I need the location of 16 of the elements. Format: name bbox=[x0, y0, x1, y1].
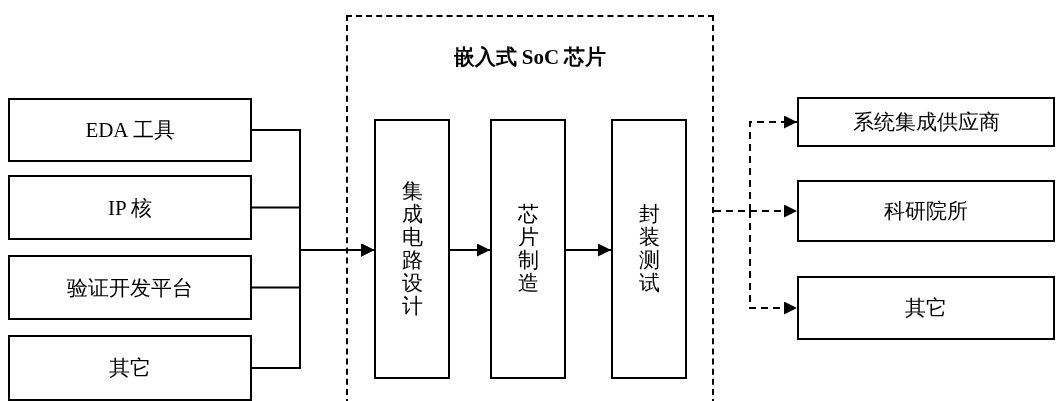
process-box: 芯片制造 bbox=[490, 119, 566, 379]
process-box: 集成电路设计 bbox=[374, 119, 450, 379]
process-box: 验证开发平台 bbox=[8, 255, 252, 320]
process-box: 封装测试 bbox=[611, 119, 687, 379]
arrow bbox=[713, 210, 798, 315]
arrow bbox=[565, 243, 612, 257]
process-box: EDA 工具 bbox=[8, 98, 252, 162]
process-box: 其它 bbox=[8, 335, 252, 401]
process-box: 科研院所 bbox=[797, 180, 1055, 242]
group-title: 嵌入式 SoC 芯片 bbox=[452, 44, 608, 71]
dashed-frame bbox=[346, 15, 714, 401]
arrow bbox=[449, 243, 491, 257]
process-box: 其它 bbox=[797, 276, 1055, 340]
process-box: IP 核 bbox=[8, 175, 252, 240]
arrow bbox=[251, 243, 375, 369]
process-box: 系统集成供应商 bbox=[797, 97, 1055, 147]
